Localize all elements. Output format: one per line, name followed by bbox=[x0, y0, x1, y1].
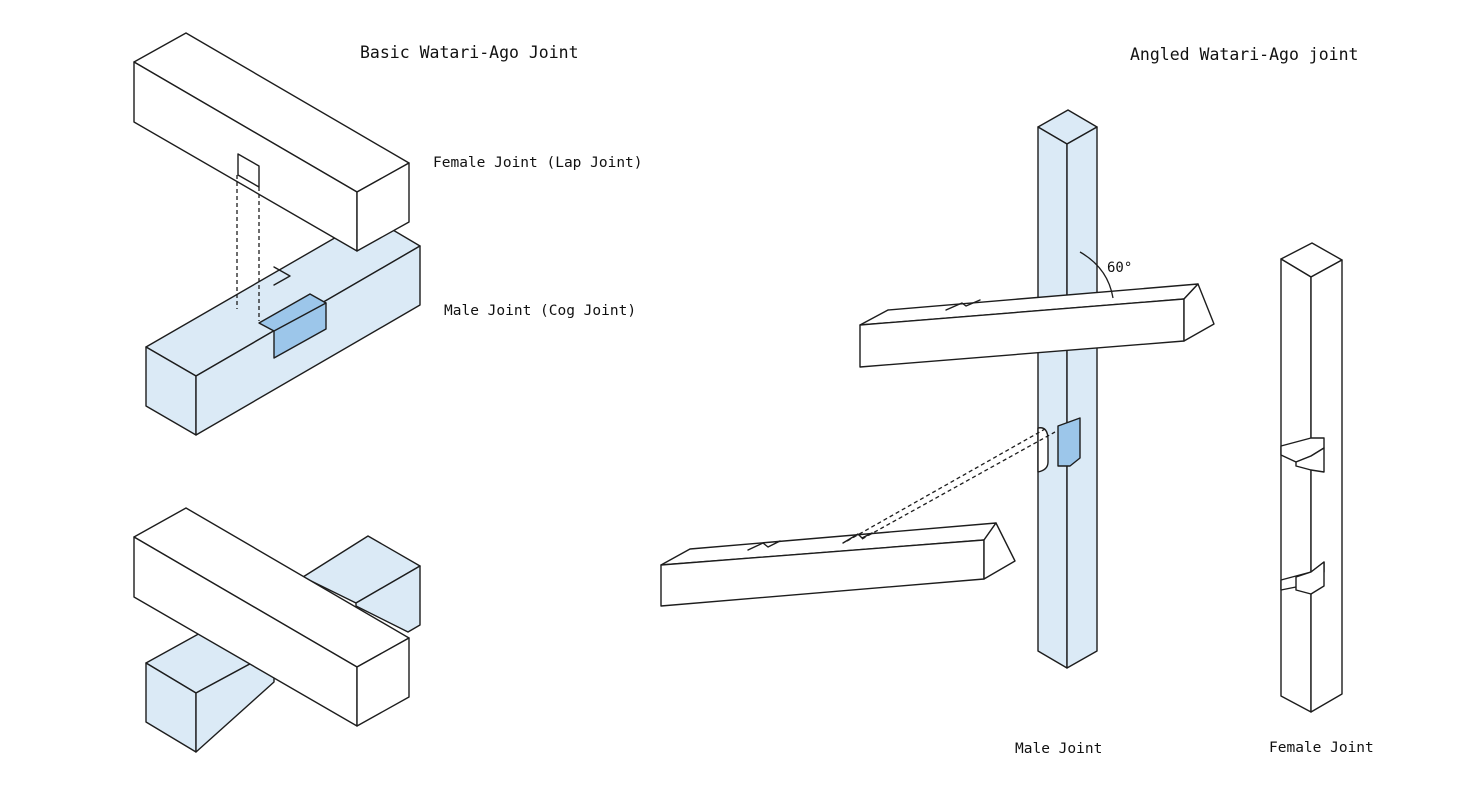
male-post bbox=[1037, 109, 1098, 669]
male-cog-label: Male Joint (Cog Joint) bbox=[444, 303, 636, 319]
angled-lower-beam bbox=[660, 522, 1016, 607]
angle-arc bbox=[1079, 251, 1114, 299]
alignment-line bbox=[861, 431, 1056, 540]
female-lap-beam bbox=[133, 32, 410, 252]
male-joint-label: Male Joint bbox=[1015, 741, 1102, 757]
female-lap-label: Female Joint (Lap Joint) bbox=[433, 155, 643, 171]
angle-label: 60° bbox=[1107, 260, 1132, 276]
post-notch bbox=[1057, 417, 1081, 467]
female-post bbox=[1280, 242, 1343, 713]
basic-title: Basic Watari-Ago Joint bbox=[360, 43, 579, 62]
assembled-joint bbox=[133, 507, 421, 753]
angled-cross-beam bbox=[859, 283, 1215, 368]
male-cog-beam bbox=[145, 216, 421, 436]
female-joint-label: Female Joint bbox=[1269, 740, 1374, 756]
angled-title: Angled Watari-Ago joint bbox=[1130, 45, 1358, 64]
alignment-line bbox=[846, 428, 1046, 542]
